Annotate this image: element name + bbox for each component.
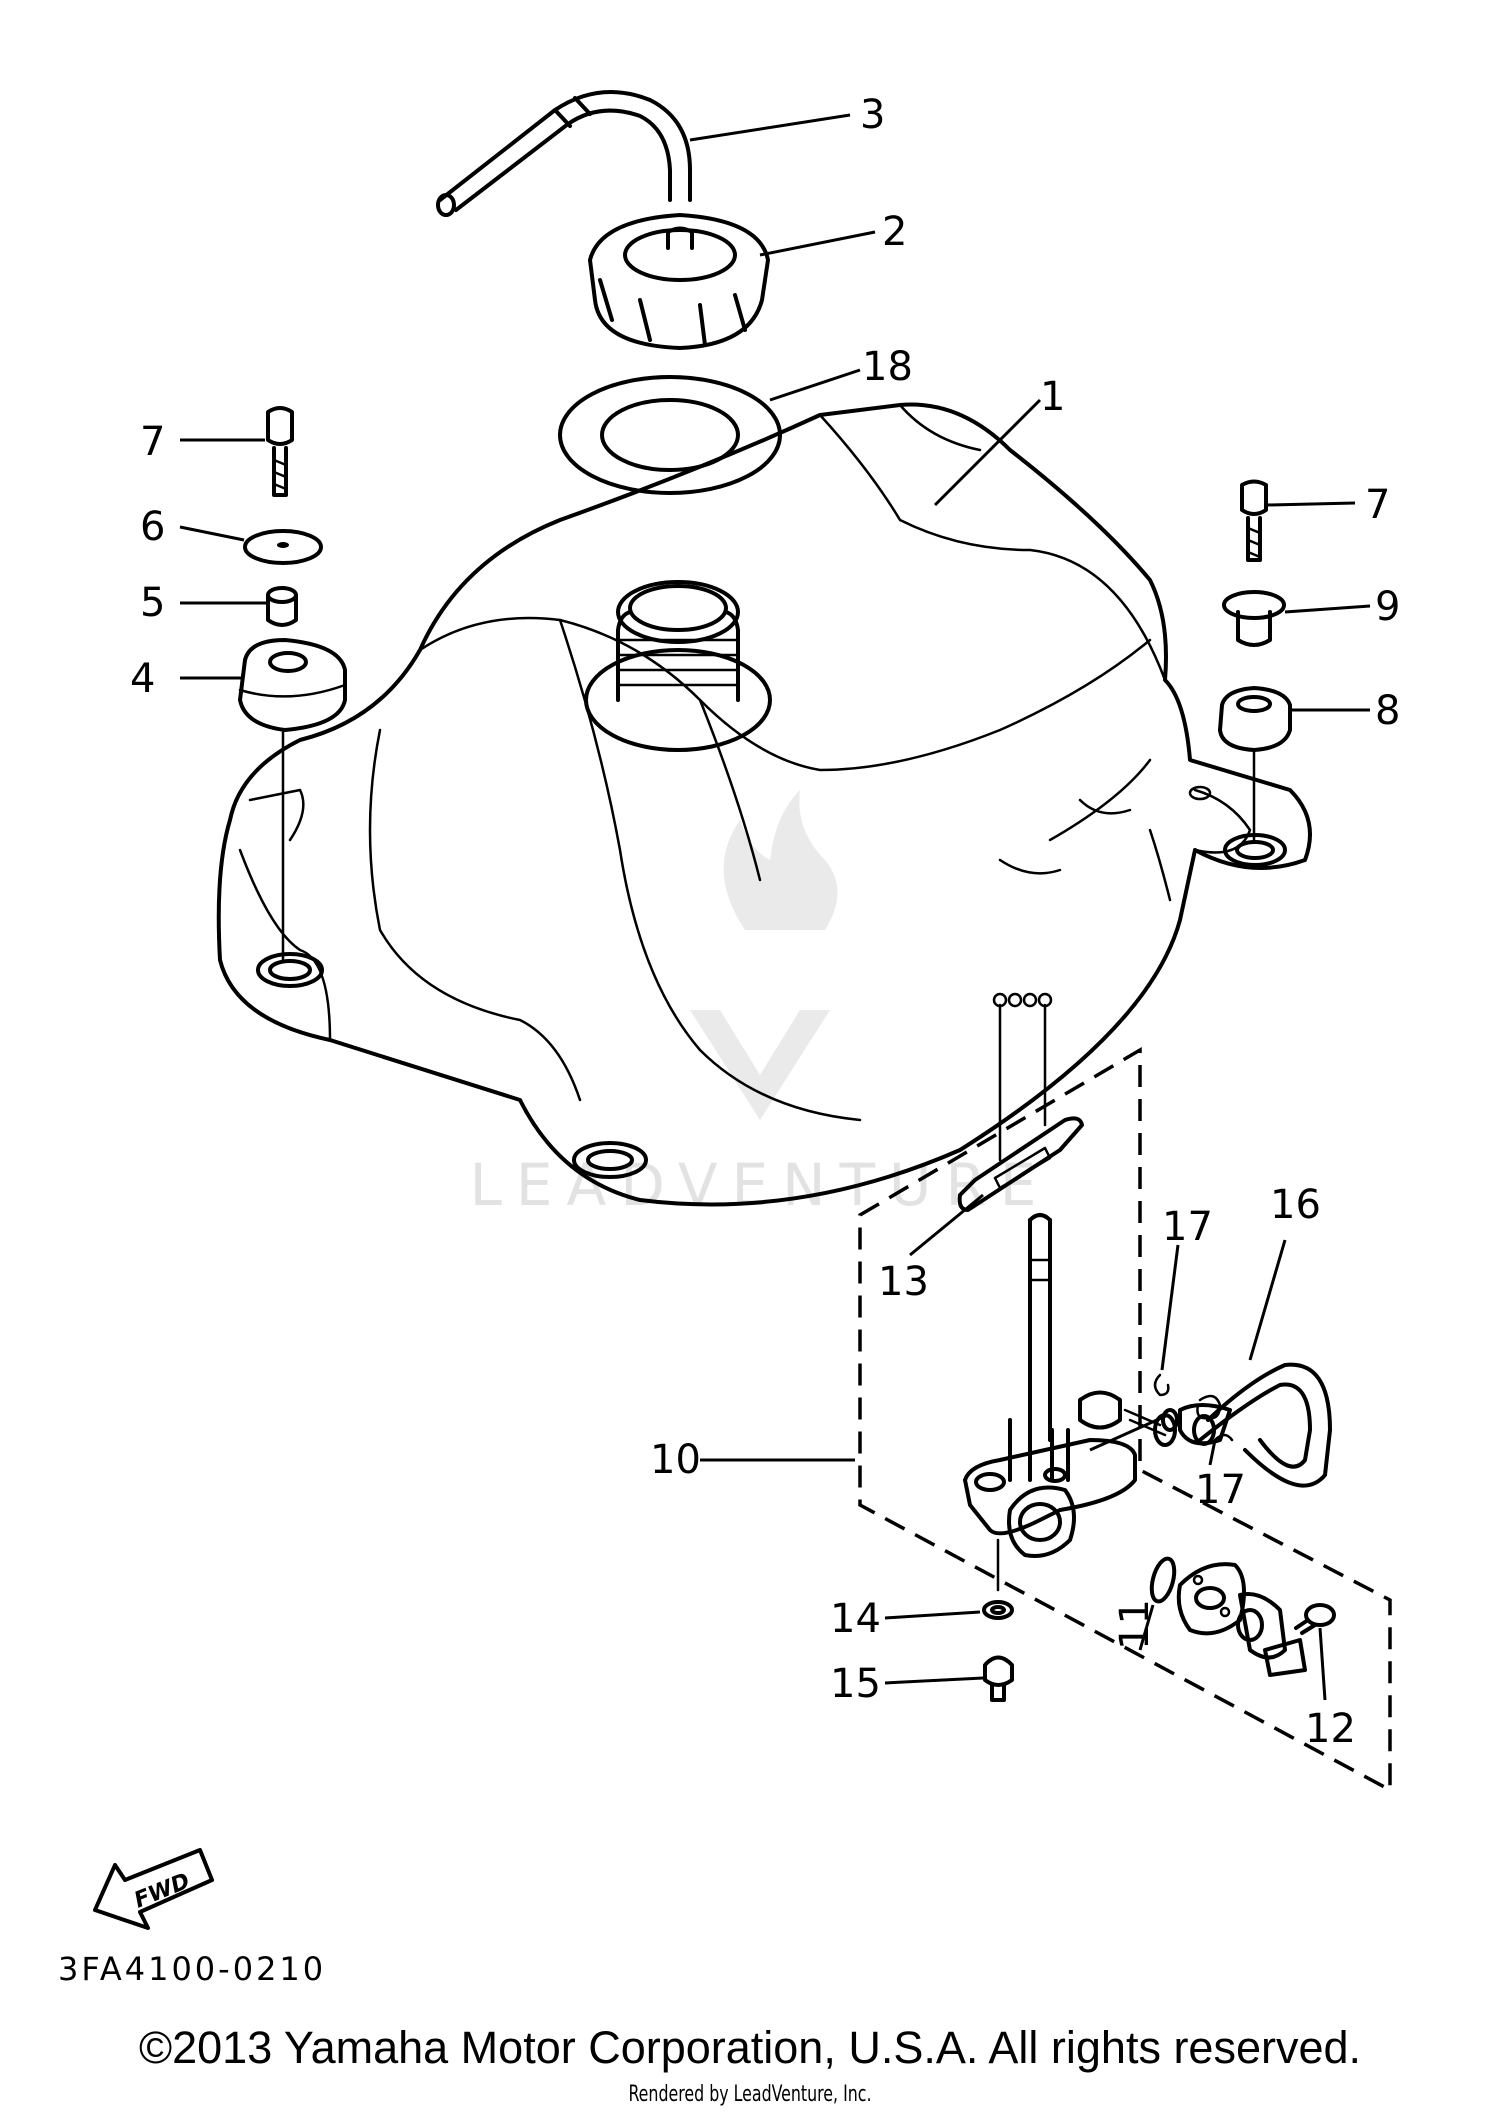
part-11-o-ring (1149, 1556, 1177, 1604)
callout-11: 11 (1112, 1599, 1158, 1650)
part-15-screw (983, 1655, 1014, 1702)
callout-10: 10 (650, 1437, 701, 1483)
callout-17-top: 17 (1162, 1204, 1213, 1250)
fwd-arrow-icon: FWD (93, 1848, 214, 1930)
callout-7-left: 7 (140, 419, 165, 465)
callout-12: 12 (1305, 1706, 1356, 1752)
callout-2: 2 (882, 209, 907, 255)
leader-lines (179, 113, 1371, 1701)
part-10-fuel-cock (963, 1213, 1137, 1592)
part-6-washer-left (243, 529, 323, 565)
part-cock-lever (1236, 1592, 1307, 1677)
callout-labels: 3 2 18 1 7 6 5 4 7 9 8 13 17 16 10 17 14… (130, 92, 1400, 1752)
figure-code: 3FA4100-0210 (58, 1950, 327, 1988)
callout-5: 5 (140, 580, 165, 626)
rendered-by-credit: Rendered by LeadVenture, Inc. (628, 2082, 872, 2107)
part-valve-spring-set (1078, 1390, 1232, 1447)
callout-6: 6 (140, 504, 165, 550)
callout-8: 8 (1375, 688, 1400, 734)
part-5-collar-left (266, 586, 298, 627)
part-1-fuel-tank (216, 402, 1312, 1207)
part-17-hose-clip-bottom (1196, 1394, 1234, 1442)
callout-17-bottom: 17 (1195, 1467, 1246, 1513)
callout-7-right: 7 (1365, 482, 1390, 528)
callout-15: 15 (830, 1661, 881, 1707)
dashed-assembly-box (858, 1046, 1392, 1793)
callout-16: 16 (1270, 1182, 1321, 1228)
part-16-fuel-hose (1192, 1362, 1332, 1488)
part-cock-plate (1176, 1562, 1246, 1636)
part-2-fuel-cap (588, 213, 770, 350)
part-14-washer (982, 1600, 1014, 1620)
callout-4: 4 (130, 656, 155, 702)
callout-13: 13 (878, 1259, 929, 1305)
part-7-bolt-left (266, 406, 294, 497)
part-12-screw (1294, 1603, 1336, 1635)
part-9-collar-right (1222, 590, 1286, 647)
part-8-damper-right (1218, 686, 1292, 842)
callout-9: 9 (1375, 584, 1400, 630)
callout-3: 3 (860, 92, 885, 138)
part-17-hose-clip-top (1153, 1373, 1179, 1432)
part-13-cock-gasket (957, 992, 1084, 1212)
part-18-cap-gasket (558, 375, 782, 495)
part-4-damper-left (238, 638, 347, 962)
part-7-bolt-right (1240, 479, 1268, 562)
copyright-notice: ©2013 Yamaha Motor Corporation, U.S.A. A… (138, 2022, 1362, 2073)
callout-18: 18 (862, 344, 913, 390)
callout-1: 1 (1040, 374, 1065, 420)
callout-14: 14 (830, 1596, 881, 1642)
part-3-breather-hose (436, 90, 692, 217)
